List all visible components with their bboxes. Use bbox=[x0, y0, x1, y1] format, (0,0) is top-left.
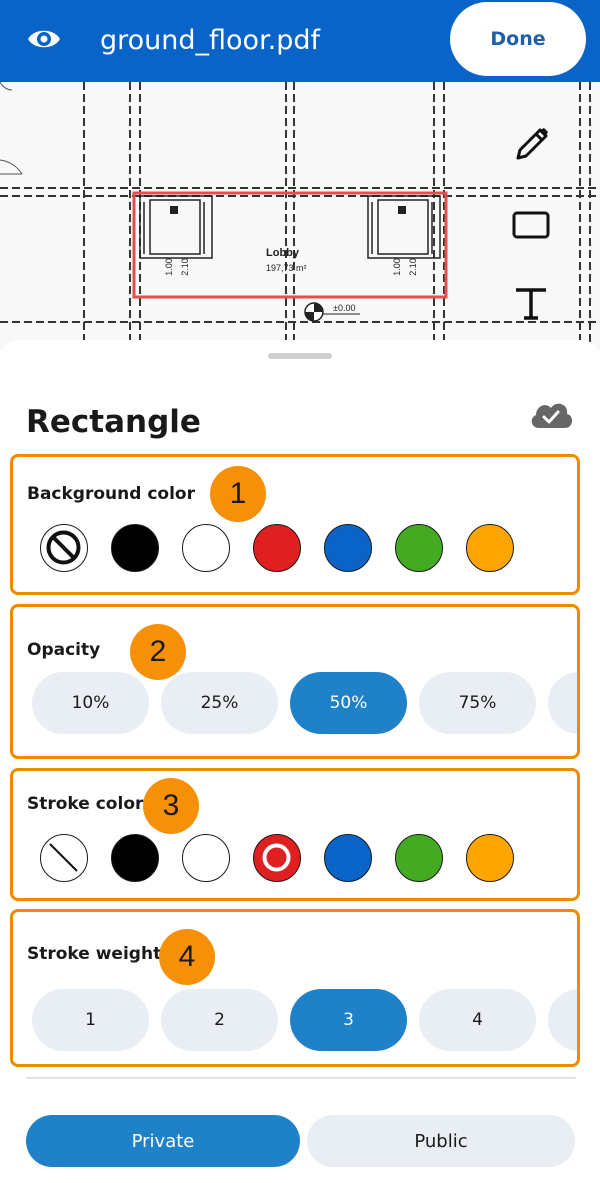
stroke-weight-option[interactable]: 4 bbox=[419, 989, 536, 1051]
room-area: 197,73 m² bbox=[266, 263, 307, 273]
room-name: Lobby bbox=[266, 247, 299, 259]
color-swatch-orange[interactable] bbox=[466, 524, 514, 572]
stroke-weight-option[interactable]: 1 bbox=[32, 989, 149, 1051]
drag-handle[interactable] bbox=[268, 353, 332, 359]
private-button[interactable]: Private bbox=[26, 1115, 300, 1167]
stroke-weight-option-selected[interactable]: 3 bbox=[290, 989, 407, 1051]
color-swatch-white[interactable] bbox=[182, 834, 230, 882]
dimension-label: 1.00 bbox=[391, 258, 402, 276]
properties-sheet: Rectangle Background color 1 Opacity 2 1… bbox=[0, 340, 600, 1183]
background-color-label: Background color bbox=[27, 484, 195, 504]
color-swatch-none[interactable] bbox=[40, 524, 88, 572]
eye-icon[interactable] bbox=[26, 24, 62, 54]
opacity-option[interactable]: 75% bbox=[419, 672, 536, 734]
color-swatch-none[interactable] bbox=[40, 834, 88, 882]
dimension-label: 2.10 bbox=[407, 258, 418, 276]
stroke-color-section: Stroke color 3 bbox=[10, 768, 580, 901]
stroke-weight-section: Stroke weight 4 1 2 3 4 bbox=[10, 909, 580, 1067]
callout-badge: 2 bbox=[130, 624, 186, 680]
stroke-weight-label: Stroke weight bbox=[27, 944, 162, 964]
top-bar: ground_floor.pdf Done bbox=[0, 0, 600, 82]
opacity-section: Opacity 2 10% 25% 50% 75% bbox=[10, 604, 580, 759]
text-icon[interactable] bbox=[504, 276, 558, 330]
color-swatch-red[interactable] bbox=[253, 524, 301, 572]
color-swatch-blue[interactable] bbox=[324, 524, 372, 572]
level-mark: ±0.00 bbox=[333, 303, 356, 313]
opacity-option-partial[interactable] bbox=[548, 672, 577, 734]
color-swatch-green[interactable] bbox=[395, 834, 443, 882]
divider bbox=[26, 1077, 576, 1079]
dimension-label: 1.00 bbox=[163, 258, 174, 276]
color-swatch-white[interactable] bbox=[182, 524, 230, 572]
cloud-synced-icon bbox=[527, 396, 575, 432]
callout-badge: 4 bbox=[159, 929, 215, 985]
background-color-section: Background color 1 bbox=[10, 454, 580, 595]
color-swatch-red-selected[interactable] bbox=[253, 834, 301, 882]
stroke-weight-option[interactable]: 2 bbox=[161, 989, 278, 1051]
color-swatch-black[interactable] bbox=[111, 834, 159, 882]
dimension-label: 2.10 bbox=[179, 258, 190, 276]
stroke-weight-option-partial[interactable] bbox=[548, 989, 577, 1051]
color-swatch-green[interactable] bbox=[395, 524, 443, 572]
rectangle-icon[interactable] bbox=[504, 198, 558, 252]
done-button[interactable]: Done bbox=[450, 2, 586, 76]
opacity-option[interactable]: 25% bbox=[161, 672, 278, 734]
color-swatch-blue[interactable] bbox=[324, 834, 372, 882]
tool-palette bbox=[496, 118, 566, 348]
public-button[interactable]: Public bbox=[307, 1115, 575, 1167]
file-name: ground_floor.pdf bbox=[100, 25, 321, 56]
pencil-icon[interactable] bbox=[504, 118, 558, 172]
color-swatch-black[interactable] bbox=[111, 524, 159, 572]
opacity-option-selected[interactable]: 50% bbox=[290, 672, 407, 734]
callout-badge: 1 bbox=[210, 466, 266, 522]
pdf-canvas[interactable]: Lobby 197,73 m² 1.00 2.10 1.00 2.10 ±0.0… bbox=[0, 82, 600, 350]
sheet-title: Rectangle bbox=[26, 404, 201, 440]
opacity-label: Opacity bbox=[27, 640, 101, 660]
color-swatch-orange[interactable] bbox=[466, 834, 514, 882]
stroke-color-label: Stroke color bbox=[27, 794, 144, 814]
opacity-option[interactable]: 10% bbox=[32, 672, 149, 734]
callout-badge: 3 bbox=[143, 778, 199, 834]
